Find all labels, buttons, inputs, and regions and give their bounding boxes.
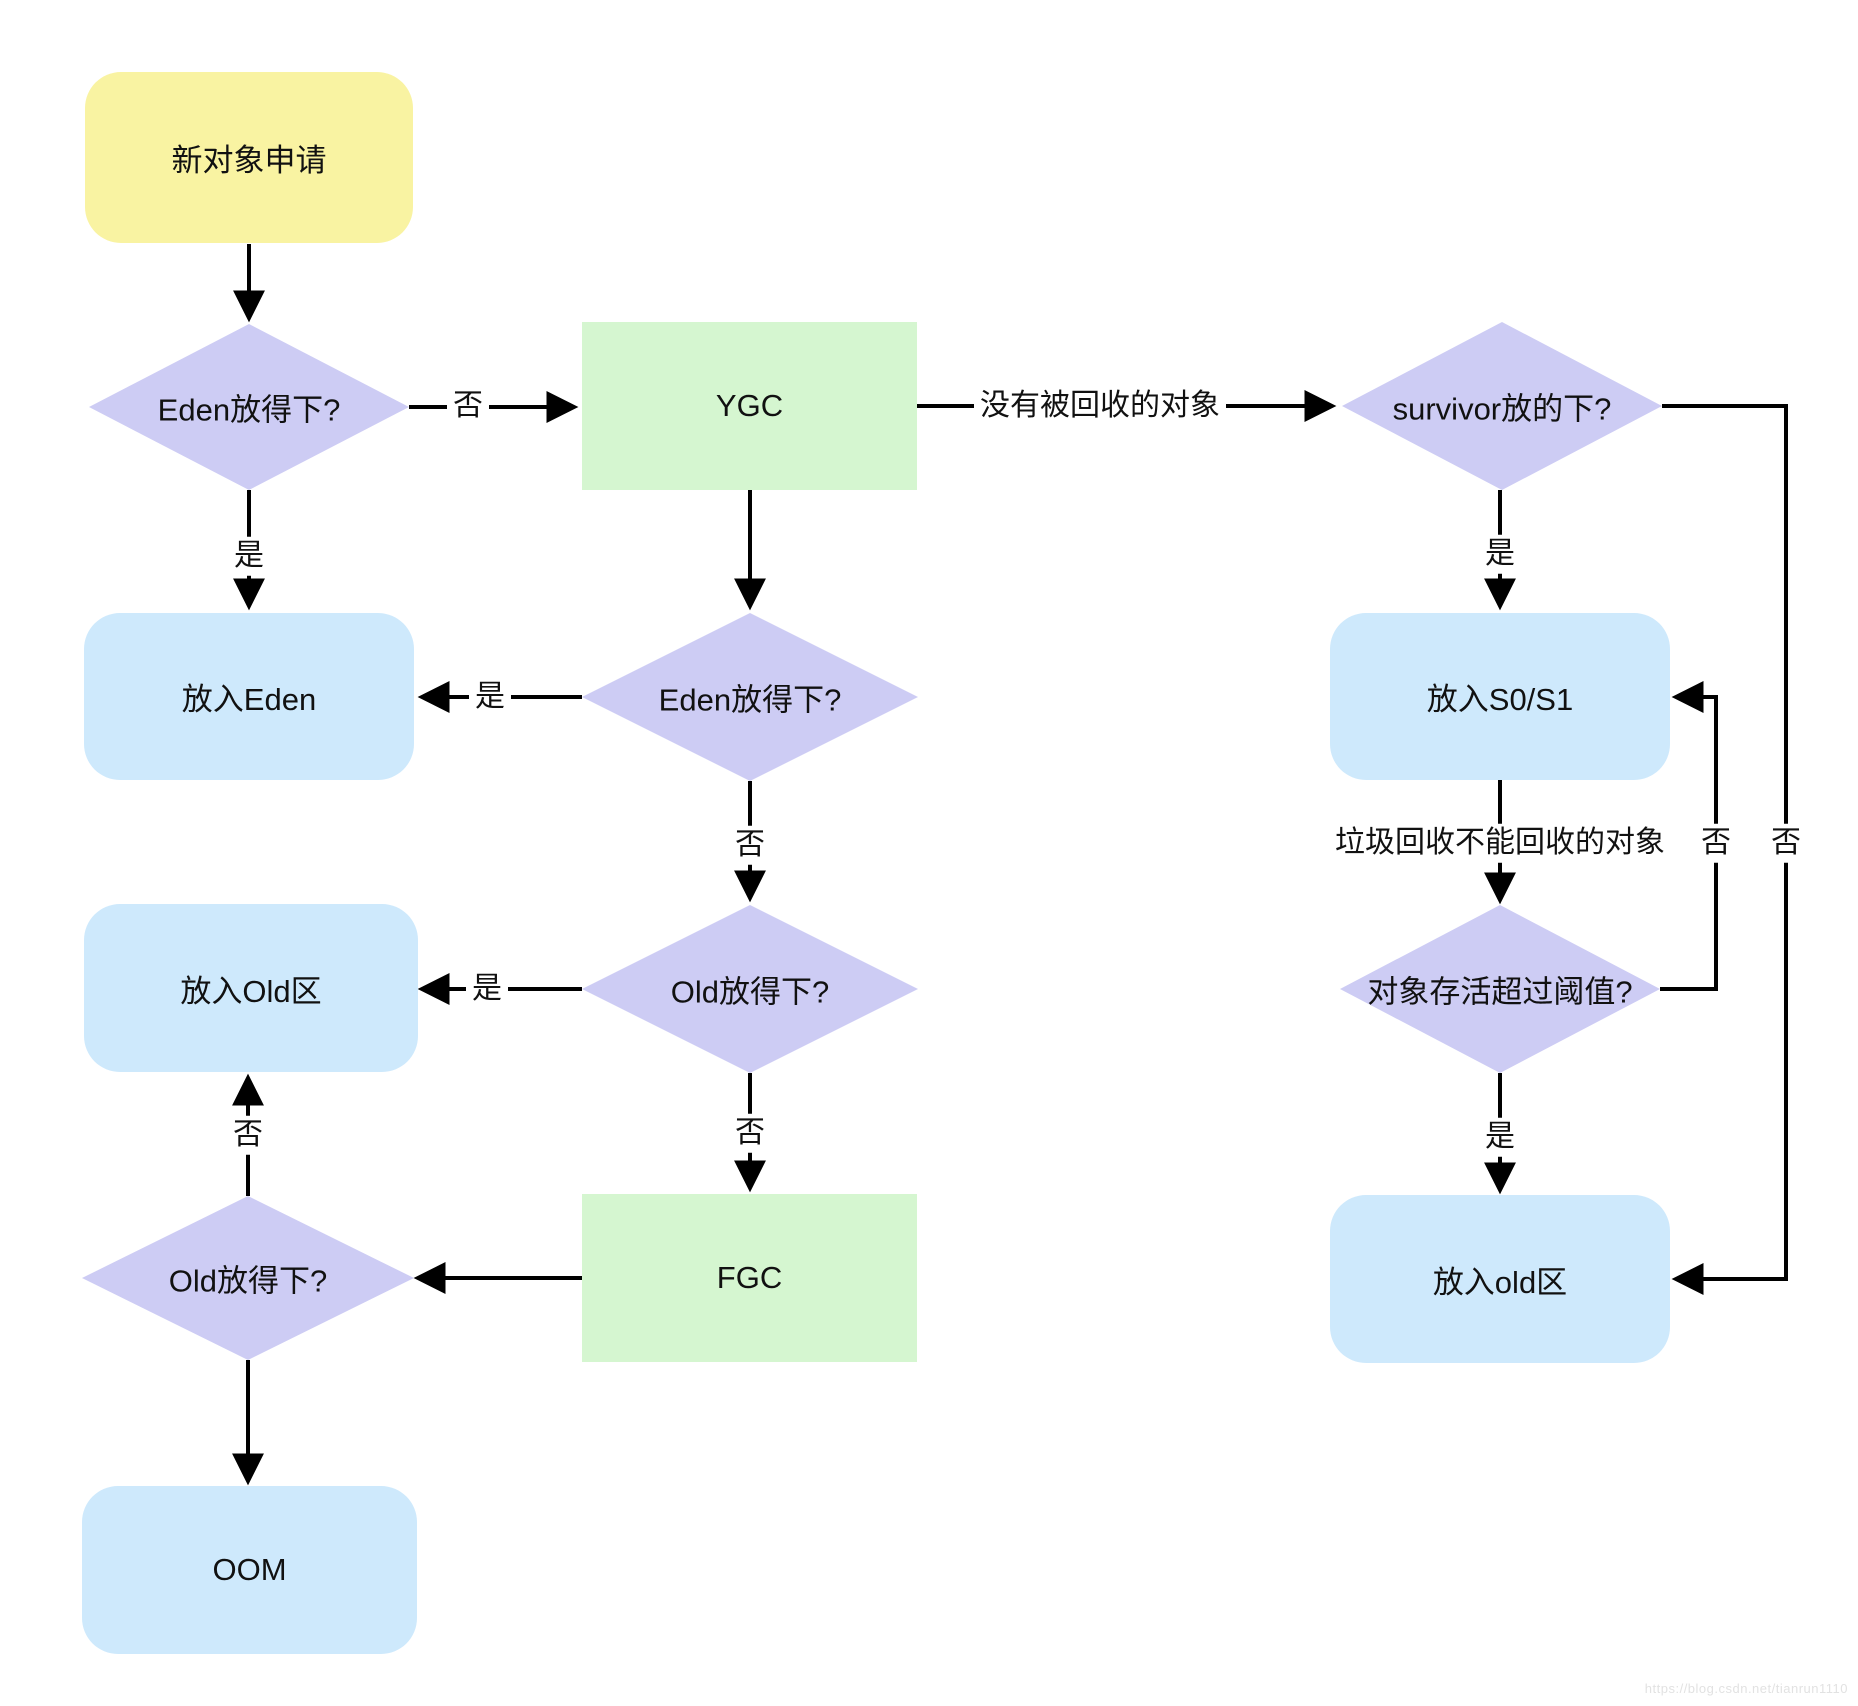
node-fgc: FGC: [582, 1194, 917, 1362]
node-survivor-check-shape: [1342, 322, 1662, 490]
node-survivor-check-label: survivor放的下?: [1392, 391, 1612, 427]
node-put-eden: 放入Eden: [84, 613, 414, 780]
node-put-old-upper: 放入Old区: [84, 904, 418, 1072]
edge-label-threshold-check-yes: 是: [1479, 1117, 1521, 1157]
node-eden-check-2-label: Eden放得下?: [658, 682, 842, 718]
edge-label-old-check-2-no: 否: [227, 1115, 269, 1155]
node-old-check-2-shape: [82, 1196, 414, 1360]
node-put-s0s1-label: 放入S0/S1: [1426, 682, 1574, 717]
node-oom: OOM: [82, 1486, 417, 1654]
node-old-check-1-label: Old放得下?: [670, 974, 830, 1010]
node-put-eden-label: 放入Eden: [181, 682, 317, 717]
edge-label-eden-check-2-no: 否: [729, 825, 771, 865]
node-threshold-check-label: 对象存活超过阈值?: [1367, 974, 1633, 1010]
node-ygc-label: YGC: [715, 388, 784, 423]
node-eden-check-1-label: Eden放得下?: [157, 392, 341, 428]
edge-label-gc-uncollected: 垃圾回收不能回收的对象: [1329, 823, 1671, 863]
node-put-old-upper-label: 放入Old区: [180, 973, 322, 1009]
node-start-label: 新对象申请: [171, 143, 327, 178]
node-oom-label: OOM: [212, 1552, 287, 1587]
edge-label-survivor-check-no: 否: [1765, 823, 1807, 863]
edge-label-old-check-1-no: 否: [729, 1113, 771, 1153]
node-put-old-lower: 放入old区: [1330, 1195, 1670, 1363]
edge-label-eden-check-1-no: 否: [447, 386, 489, 426]
edge-label-old-check-1-yes: 是: [466, 969, 508, 1009]
node-old-check-1-shape: [582, 905, 918, 1073]
node-threshold-check-shape: [1340, 905, 1660, 1073]
node-fgc-label: FGC: [716, 1260, 783, 1295]
edge-label-survivor-check-yes: 是: [1479, 534, 1521, 574]
node-eden-check-2-shape: [582, 613, 918, 781]
edge-label-eden-check-2-yes: 是: [469, 677, 511, 717]
node-old-check-2-label: Old放得下?: [168, 1263, 328, 1299]
node-start: 新对象申请: [85, 72, 413, 243]
watermark-text: https://blog.csdn.net/tianrun1110: [1644, 1681, 1848, 1696]
edge-label-ygc-survivors: 没有被回收的对象: [974, 386, 1226, 426]
node-ygc: YGC: [582, 322, 917, 490]
node-eden-check-1-shape: [89, 324, 409, 490]
edge-label-eden-check-1-yes: 是: [228, 536, 270, 576]
node-put-s0s1: 放入S0/S1: [1330, 613, 1670, 780]
node-put-old-lower-label: 放入old区: [1432, 1264, 1568, 1300]
edge-label-threshold-check-no: 否: [1695, 823, 1737, 863]
